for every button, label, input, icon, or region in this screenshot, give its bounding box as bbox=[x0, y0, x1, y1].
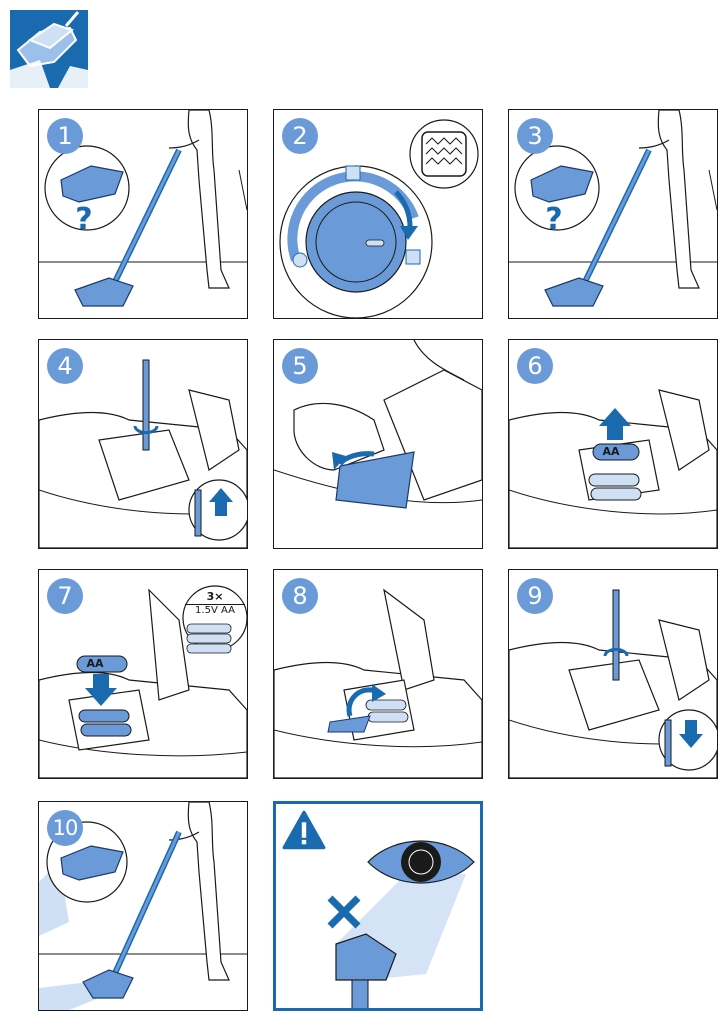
brand-logo-icon bbox=[10, 10, 88, 88]
step-number-badge: 5 bbox=[282, 348, 318, 384]
step-number-badge: 1 bbox=[47, 118, 83, 154]
fasten-cover-illustration bbox=[509, 589, 717, 778]
remove-batteries-illustration bbox=[509, 389, 717, 548]
step-number-badge: 9 bbox=[517, 578, 553, 614]
step-number-badge: 2 bbox=[282, 118, 318, 154]
insert-batteries-illustration bbox=[39, 585, 247, 778]
step-number-badge: 10 bbox=[47, 810, 83, 846]
do-not-look-into-light-illustration bbox=[335, 840, 475, 1008]
step-panel-6: 6 AA bbox=[508, 339, 718, 549]
step-panel-8: 8 bbox=[273, 569, 483, 779]
unscrew-cover-illustration bbox=[39, 359, 247, 548]
warning-triangle-icon bbox=[282, 810, 326, 850]
step-number-badge: 8 bbox=[282, 578, 318, 614]
step-number-badge: 7 bbox=[47, 578, 83, 614]
step-panel-3: 3 ? bbox=[508, 109, 718, 319]
step-panel-5: 5 bbox=[273, 339, 483, 549]
battery-label: AA bbox=[602, 445, 620, 458]
cross-icon bbox=[327, 895, 361, 929]
step-panel-4: 4 bbox=[38, 339, 248, 549]
question-mark-icon: ? bbox=[545, 202, 563, 237]
step-number-badge: 6 bbox=[517, 348, 553, 384]
vacuum-user-illustration bbox=[509, 110, 717, 307]
battery-spec-label: 1.5V AA bbox=[185, 604, 245, 616]
question-mark-icon: ? bbox=[75, 202, 93, 237]
warning-panel bbox=[273, 801, 483, 1011]
remove-cover-illustration bbox=[274, 340, 482, 509]
step-panel-2: 2 bbox=[273, 109, 483, 319]
battery-label: AA bbox=[86, 657, 104, 670]
step-panel-9: 9 bbox=[508, 569, 718, 779]
step-number-badge: 3 bbox=[517, 118, 553, 154]
replace-cover-illustration bbox=[274, 588, 482, 778]
step-panel-7: 7 3× 1.5V AA AA bbox=[38, 569, 248, 779]
battery-count-label: 3× bbox=[206, 590, 224, 603]
step-panel-10: 10 bbox=[38, 801, 248, 1011]
vacuum-user-illustration bbox=[39, 110, 247, 307]
step-number-badge: 4 bbox=[47, 348, 83, 384]
step-panel-1: 1 ? bbox=[38, 109, 248, 319]
suction-dial-illustration bbox=[279, 119, 479, 318]
